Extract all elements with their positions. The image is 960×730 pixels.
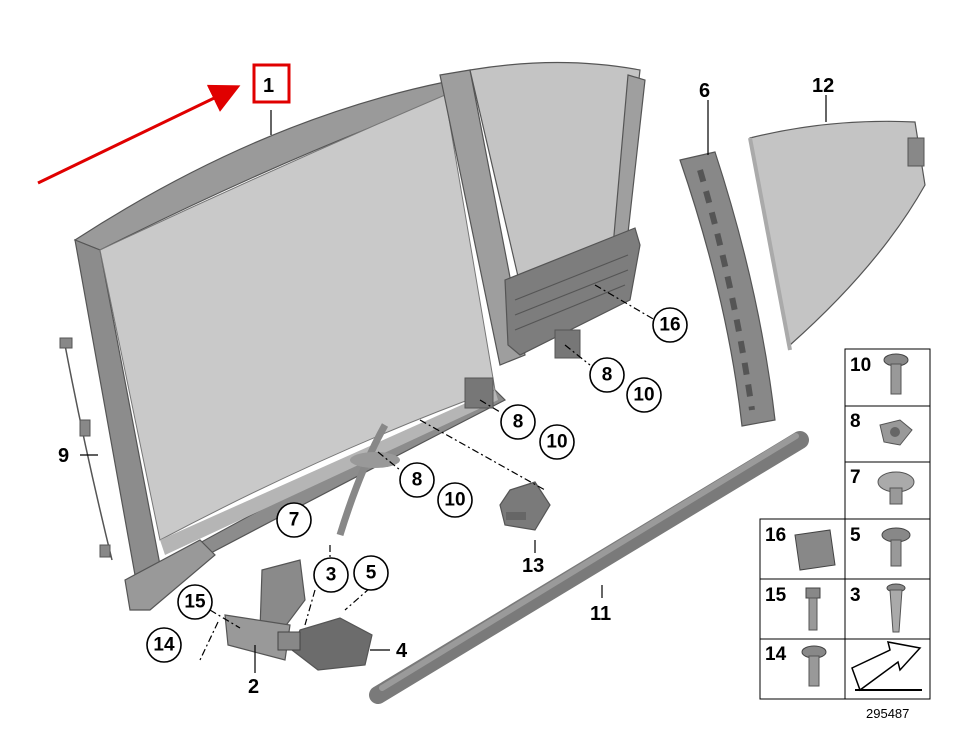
svg-text:8: 8 [602,365,613,386]
clip-part [499,481,551,531]
callout-10c: 10 [437,482,473,518]
callout-5: 5 [353,555,389,591]
bolt-15-icon [805,587,821,631]
legend-10-label: 10 [850,355,871,376]
callout-7: 7 [276,502,312,538]
seal-strip [679,151,776,427]
svg-text:7: 7 [289,510,300,531]
hardware-legend: 10 8 7 16 5 15 [759,348,931,700]
callout-11: 11 [590,603,611,625]
sunblind-frame [73,69,526,611]
callout-15: 15 [177,584,213,620]
callout-12: 12 [812,75,834,97]
callout-16: 16 [652,307,688,343]
bolt-10-icon [883,353,909,395]
callout-6: 6 [699,80,710,102]
clip-16-icon [794,529,836,571]
callout-10a: 10 [626,377,662,413]
legend-15-label: 15 [765,585,787,606]
legend-5-label: 5 [850,525,861,546]
svg-text:10: 10 [546,432,567,453]
callout-10b: 10 [539,424,575,460]
callout-8b: 8 [500,404,536,440]
callout-13: 13 [522,555,544,577]
legend-14-label: 14 [765,644,787,665]
quarter-glass [748,120,926,351]
svg-text:15: 15 [184,592,206,613]
support-rod [336,423,400,537]
highlight-box [252,63,291,104]
highlight-arrow [37,84,241,185]
diagram-reference-number: 295487 [866,706,909,721]
svg-text:8: 8 [513,412,524,433]
nut-8-icon [879,419,913,446]
svg-text:8: 8 [412,470,423,491]
legend-7-label: 7 [850,467,861,488]
svg-text:3: 3 [326,565,337,586]
legend-8-label: 8 [850,411,861,432]
clip-7-icon [877,471,915,505]
motor-assembly [224,559,373,671]
callout-9: 9 [58,445,69,467]
bolt-5-icon [881,527,911,567]
legend-16-label: 16 [765,525,786,546]
reference-arrow-icon [851,641,922,692]
rear-blind-section [464,61,646,409]
trim-strip [369,431,809,704]
svg-text:16: 16 [659,315,680,336]
callout-8c: 8 [399,462,435,498]
svg-text:10: 10 [444,490,465,511]
screw-3-icon [886,583,906,633]
callout-3: 3 [313,557,349,593]
bolt-14-icon [801,645,827,687]
callout-14: 14 [146,627,182,663]
callout-1: 1 [263,75,274,97]
svg-text:5: 5 [366,563,377,584]
callout-2: 2 [248,676,259,698]
svg-text:14: 14 [153,635,175,656]
callout-8a: 8 [589,357,625,393]
legend-3-label: 3 [850,585,861,606]
cable [59,337,113,561]
callout-4: 4 [396,640,408,662]
svg-text:10: 10 [633,385,654,406]
